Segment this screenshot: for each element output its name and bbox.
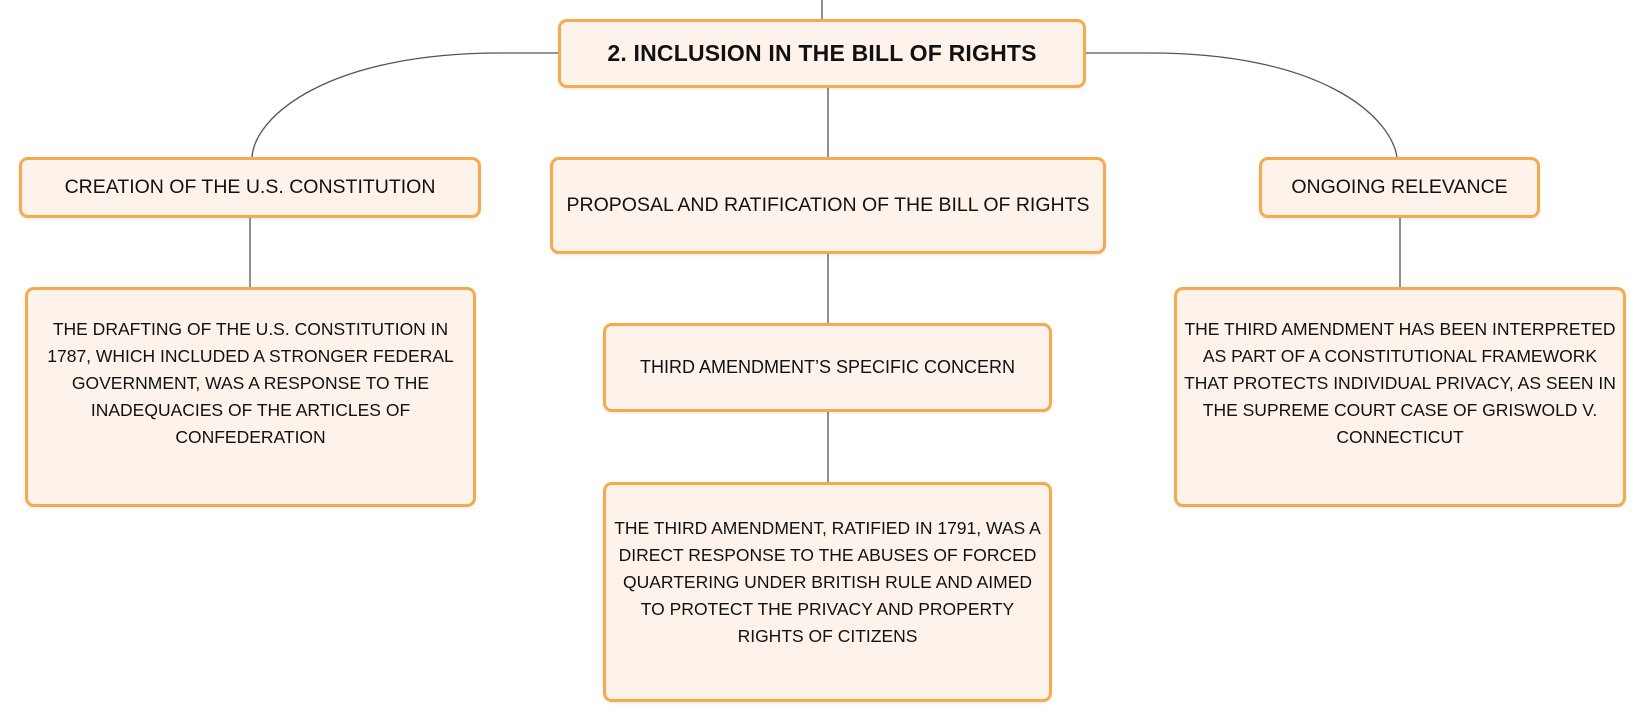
node-label: THE DRAFTING OF THE U.S. CONSTITUTION IN… [47, 319, 454, 447]
node-label: THE THIRD AMENDMENT HAS BEEN INTERPRETED… [1184, 319, 1616, 447]
node-label: ONGOING RELEVANCE [1291, 176, 1508, 198]
node-proposal-and-ratification[interactable]: PROPOSAL AND RATIFICATION OF THE BILL OF… [550, 157, 1106, 254]
node-label: PROPOSAL AND RATIFICATION OF THE BILL OF… [566, 194, 1090, 216]
node-third-amendment-specific-concern[interactable]: THIRD AMENDMENT’S SPECIFIC CONCERN [603, 323, 1052, 412]
node-label: THIRD AMENDMENT’S SPECIFIC CONCERN [639, 357, 1016, 377]
node-constitution-drafting-1787[interactable]: THE DRAFTING OF THE U.S. CONSTITUTION IN… [25, 287, 476, 507]
node-label: CREATION OF THE U.S. CONSTITUTION [64, 176, 436, 198]
root-node-label: 2. INCLUSION IN THE BILL OF RIGHTS [607, 40, 1037, 66]
connector-root-to-ongoing [1086, 52, 1398, 158]
connector-root-to-creation [251, 52, 558, 158]
node-ongoing-relevance[interactable]: ONGOING RELEVANCE [1259, 157, 1540, 218]
node-third-amendment-ratified-1791[interactable]: THE THIRD AMENDMENT, RATIFIED IN 1791, W… [603, 482, 1052, 702]
node-label: THE THIRD AMENDMENT, RATIFIED IN 1791, W… [614, 517, 1041, 646]
node-creation-of-constitution[interactable]: CREATION OF THE U.S. CONSTITUTION [19, 157, 481, 218]
root-node[interactable]: 2. INCLUSION IN THE BILL OF RIGHTS [558, 19, 1086, 88]
node-privacy-interpretation[interactable]: THE THIRD AMENDMENT HAS BEEN INTERPRETED… [1174, 287, 1626, 507]
